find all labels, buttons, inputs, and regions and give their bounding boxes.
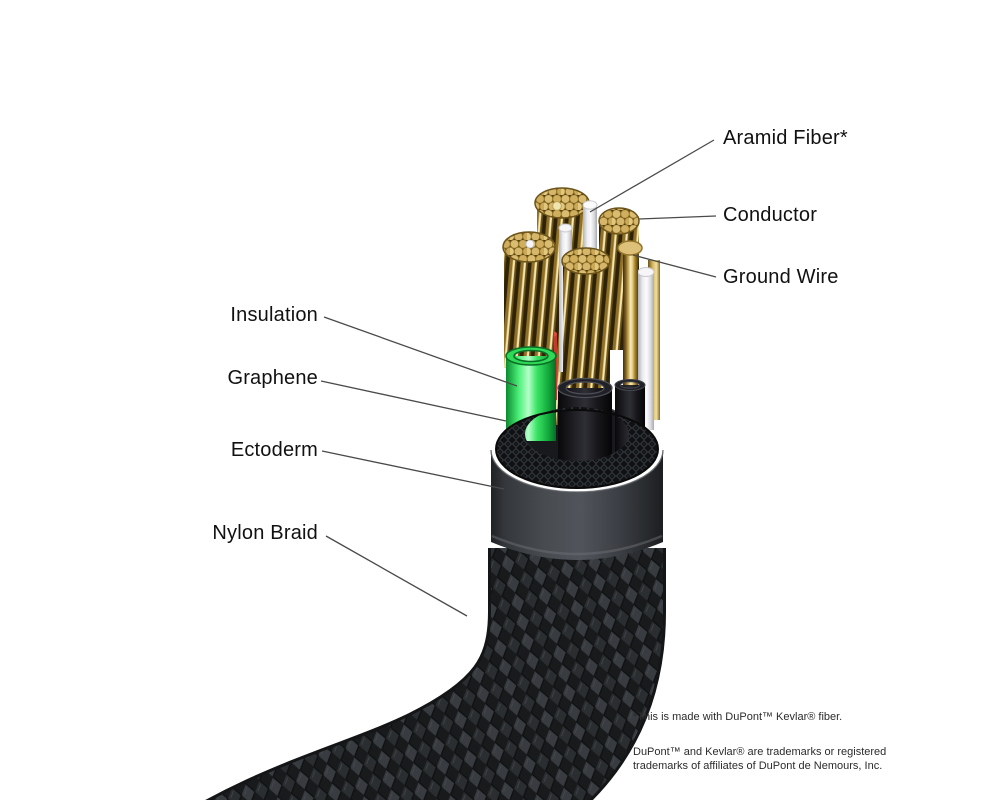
label-ectoderm: Ectoderm	[230, 439, 318, 461]
ectoderm-layer	[490, 449, 664, 560]
leader-lines	[320, 139, 717, 617]
label-ground-wire: Ground Wire	[723, 266, 839, 288]
leader-insulation	[323, 316, 518, 387]
leader-graphene	[320, 380, 507, 422]
label-conductor: Conductor	[723, 204, 818, 226]
label-aramid-fiber: Aramid Fiber*	[723, 127, 848, 149]
footnote-kevlar: *This is made with DuPont™ Kevlar® fiber…	[633, 711, 843, 723]
leader-nylon-braid	[325, 535, 468, 617]
nylon-braid-layer	[205, 548, 666, 800]
graphene-layer	[495, 407, 659, 489]
label-insulation: Insulation	[230, 304, 318, 326]
leader-ground-wire	[632, 254, 717, 278]
leader-conductor	[638, 215, 717, 220]
footnote-trademark: DuPont™ and Kevlar® are trademarks or re…	[633, 746, 887, 772]
conductor-bundles	[502, 187, 660, 463]
ground-wire-rod	[617, 240, 643, 392]
label-nylon-braid: Nylon Braid	[212, 522, 318, 544]
label-graphene: Graphene	[227, 367, 318, 389]
leader-ectoderm	[321, 450, 505, 490]
leader-aramid-fiber	[589, 139, 715, 213]
